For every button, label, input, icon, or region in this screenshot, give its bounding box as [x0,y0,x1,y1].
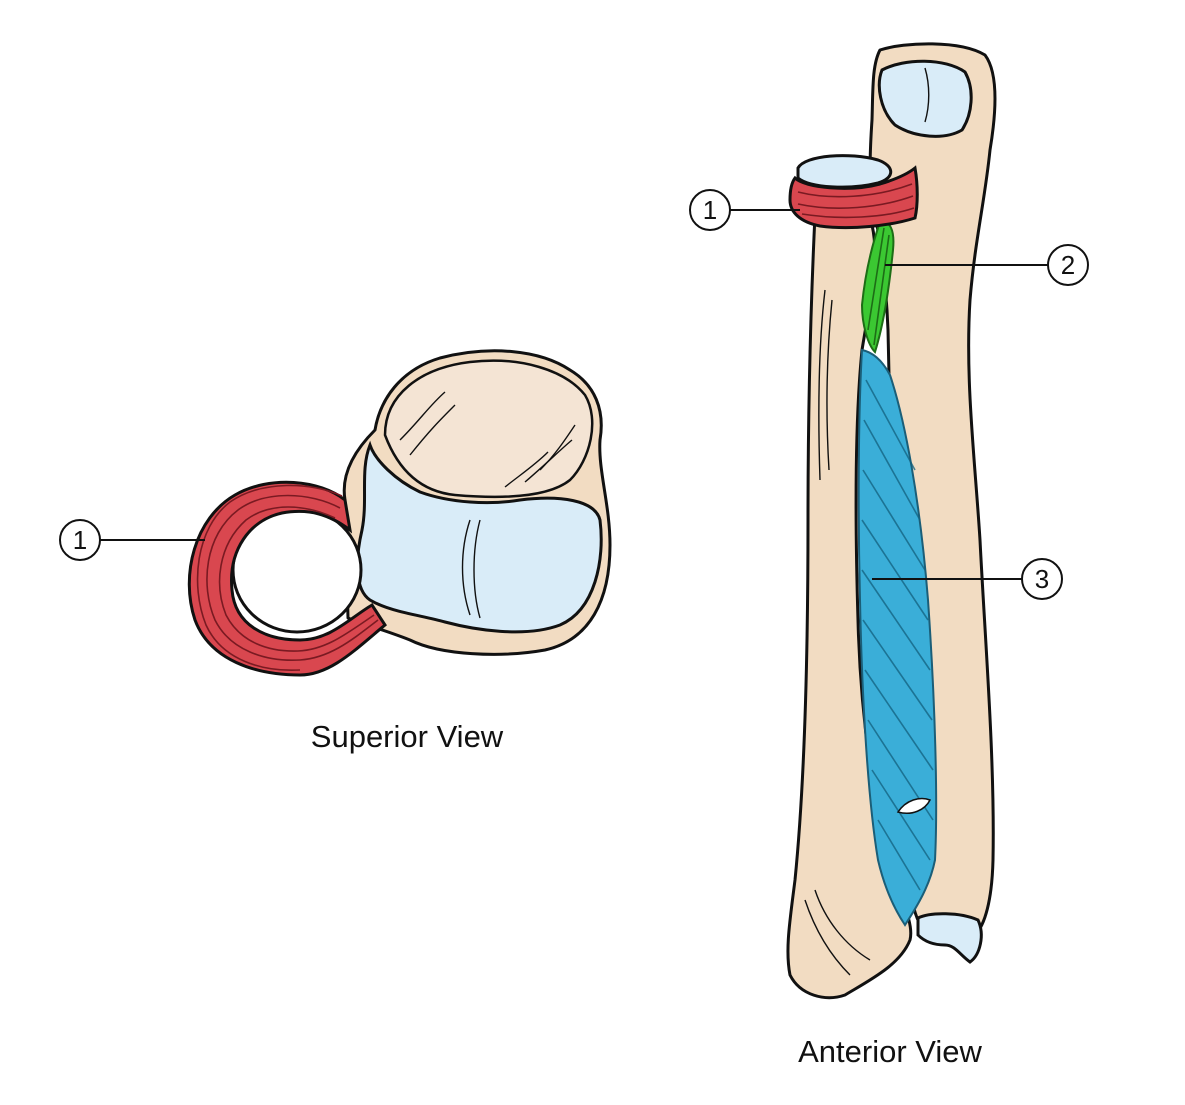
callout-circle [1047,244,1089,286]
annular-ligament-anterior[interactable] [788,165,919,230]
anterior-view [786,42,997,1000]
interosseous-fibers [861,379,934,891]
callout-circle [689,189,731,231]
radius-shading [804,289,871,976]
callout-number: 2 [1061,250,1075,280]
caption-anterior-view: Anterior View [798,1034,982,1069]
superior-view [187,349,612,677]
radial-head-cartilage [796,154,893,189]
ulna-olecranon-cartilage [877,59,973,138]
callout-number: 1 [703,195,717,225]
membrane-opening [896,797,932,814]
superior-callout-1: 1 [59,519,205,561]
annular-ligament-superior [187,480,387,677]
annular-anterior-fibers [797,183,915,219]
olecranon-hatching [399,391,576,488]
olecranon-surface [383,359,594,499]
anterior-callout-1: 1 [689,189,800,231]
callout-circle [59,519,101,561]
ulna-distal-cartilage [916,912,983,964]
callout-number: 1 [73,525,87,555]
anterior-callout-2: 2 [885,244,1089,286]
oblique-cord-fibers [867,227,890,346]
caption-superior-view: Superior View [311,719,504,754]
annular-ligament-fibers [196,484,379,671]
callout-circle [1021,558,1063,600]
callout-number: 3 [1035,564,1049,594]
anterior-callout-3: 3 [872,558,1063,600]
